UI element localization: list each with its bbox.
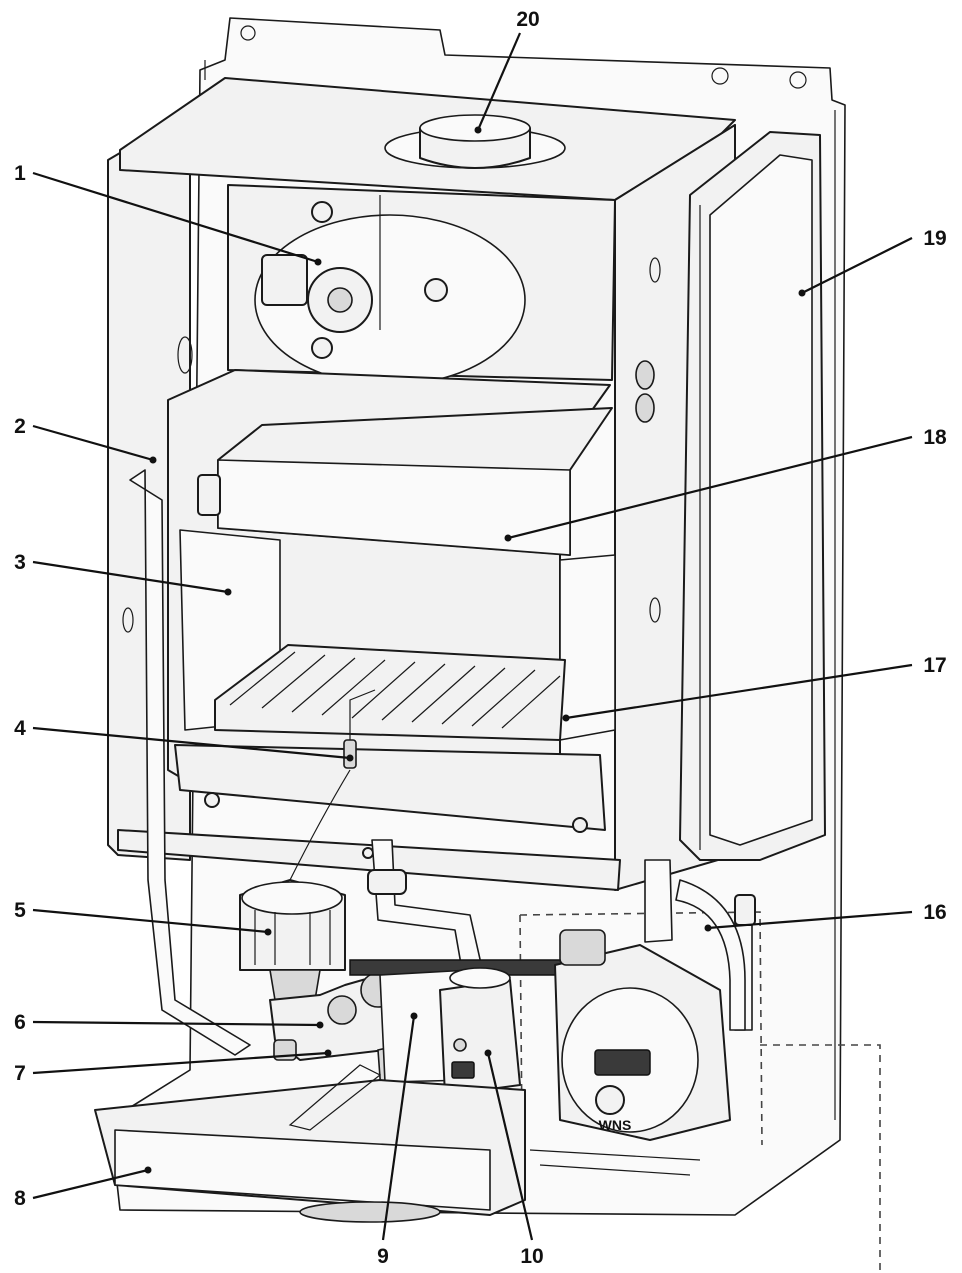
callout-7-dot xyxy=(324,1049,332,1057)
pressure-switch xyxy=(239,879,346,1001)
callout-2-label: 2 xyxy=(14,415,26,438)
ignition-electrode xyxy=(289,689,376,881)
expansion-vessel xyxy=(679,131,826,861)
callout-5-dot xyxy=(264,928,272,936)
callout-18-leader xyxy=(507,435,913,540)
callouts: 1 2 3 4 5 6 7 8 9 10 xyxy=(14,8,947,1268)
callout-5-leader xyxy=(32,908,269,934)
callout-10-dot xyxy=(484,1049,492,1057)
callout-8-leader xyxy=(32,1168,149,1200)
flue-outlet xyxy=(384,114,566,169)
callout-19-leader xyxy=(801,237,913,294)
callout-7-leader xyxy=(32,1051,329,1075)
callout-6-label: 6 xyxy=(14,1011,26,1034)
callout-3-leader xyxy=(32,560,229,594)
callout-4-label: 4 xyxy=(14,717,26,740)
callout-19-dot xyxy=(798,289,806,297)
callout-16-dot xyxy=(704,924,712,932)
callout-8-label: 8 xyxy=(14,1187,26,1210)
primary-heat-exchanger xyxy=(197,407,613,556)
callout-1-label: 1 xyxy=(14,162,26,185)
callout-18-label: 18 xyxy=(923,426,947,449)
callout-1-leader xyxy=(32,171,319,264)
callout-17-dot xyxy=(562,714,570,722)
callout-8-dot xyxy=(144,1166,152,1174)
gas-valve xyxy=(439,967,521,1096)
callout-20-dot xyxy=(474,126,482,134)
fan-assembly xyxy=(227,184,616,386)
pipework xyxy=(129,469,756,1056)
callout-16-leader xyxy=(707,910,913,930)
callout-19-label: 19 xyxy=(923,227,946,250)
callout-9-leader xyxy=(381,1015,416,1241)
callout-18-dot xyxy=(504,534,512,542)
pump-brand-label: WNS xyxy=(599,1117,632,1133)
callout-17-label: 17 xyxy=(923,654,946,677)
callout-2-dot xyxy=(149,456,157,464)
callout-6-dot xyxy=(316,1021,324,1029)
callout-4-dot xyxy=(346,754,354,762)
circulation-pump: WNS xyxy=(554,929,731,1141)
callout-1-dot xyxy=(314,258,322,266)
burner xyxy=(214,644,566,741)
callout-16-label: 16 xyxy=(923,901,946,924)
burner-manifold xyxy=(174,744,606,833)
callout-20-leader xyxy=(476,32,522,131)
lower-cross-bar xyxy=(117,829,621,891)
callout-3-dot xyxy=(224,588,232,596)
callout-10-label: 10 xyxy=(520,1245,543,1268)
callout-20-label: 20 xyxy=(516,8,539,31)
callout-2-leader xyxy=(32,424,154,462)
callout-6-leader xyxy=(32,1020,321,1027)
hidden-outline xyxy=(519,911,881,1270)
callout-9-dot xyxy=(410,1012,418,1020)
callout-17-leader xyxy=(565,663,913,720)
callout-5-label: 5 xyxy=(14,899,26,922)
callout-10-leader xyxy=(486,1052,534,1241)
callout-9-label: 9 xyxy=(377,1245,389,1268)
callout-3-label: 3 xyxy=(14,551,26,574)
callout-7-label: 7 xyxy=(14,1062,26,1085)
callout-4-leader xyxy=(32,726,351,760)
